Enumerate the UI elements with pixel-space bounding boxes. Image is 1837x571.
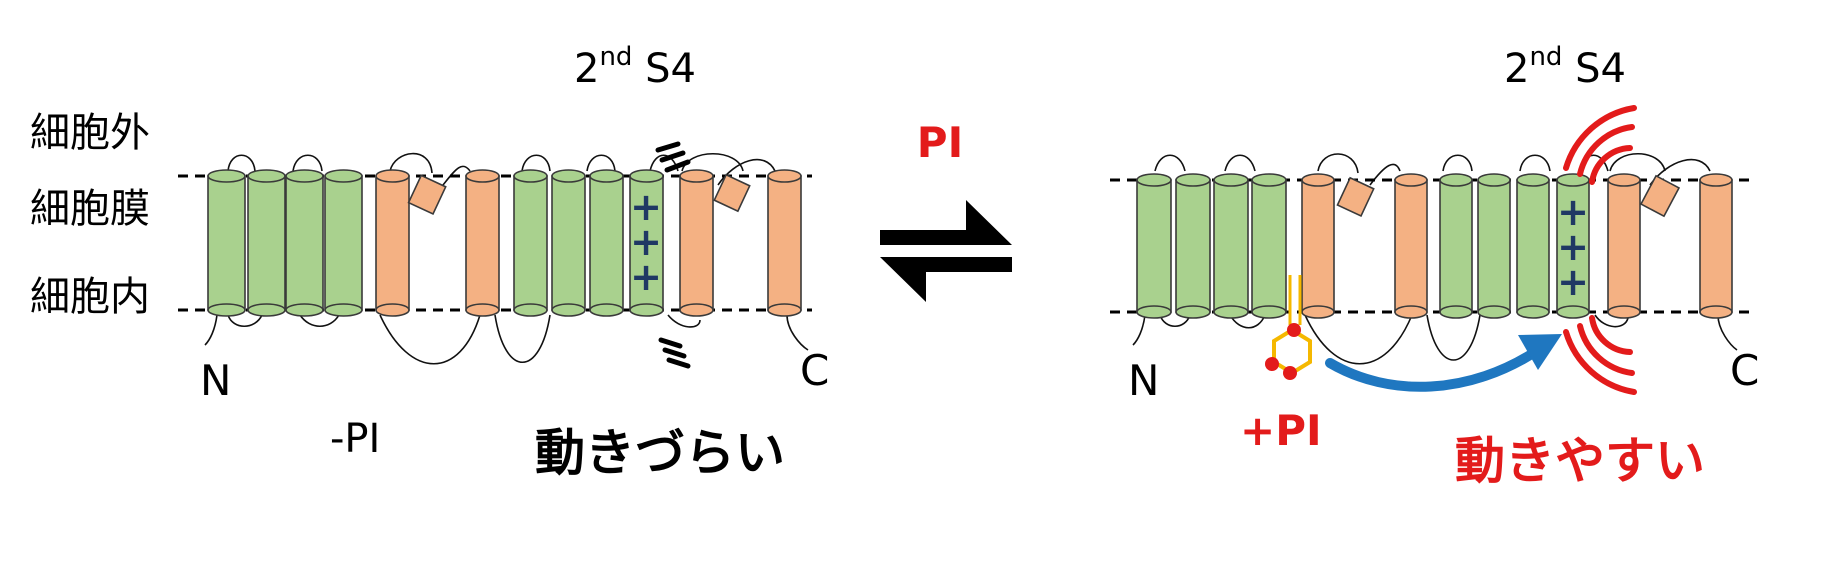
right-helix-s6b xyxy=(1699,173,1733,319)
left-panel: 2nd S4 xyxy=(178,42,829,482)
left-helix-s1b xyxy=(513,169,548,317)
right-motion-arcs-top xyxy=(1563,105,1637,185)
right-helix-s2b xyxy=(1477,173,1511,319)
left-s4-label: 2nd S4 xyxy=(574,42,696,92)
left-helix-s1 xyxy=(207,169,246,317)
right-condition-label: +PI xyxy=(1240,406,1322,455)
right-helix-s1b xyxy=(1439,173,1473,319)
left-charge-2: + xyxy=(630,220,662,264)
left-helix-s6b xyxy=(767,169,802,317)
right-helix-2nd-s4 xyxy=(1556,173,1590,319)
right-charge-1: + xyxy=(1557,190,1589,234)
right-helix-s3b xyxy=(1516,173,1550,319)
left-condition-label: -PI xyxy=(330,416,380,462)
left-charge-3: + xyxy=(630,255,662,299)
left-helix-s6a xyxy=(465,169,500,317)
right-pore-helix-b xyxy=(1639,174,1681,218)
left-helix-2nd-s4 xyxy=(629,169,664,317)
extracellular-label: 細胞外 xyxy=(30,110,150,156)
allosteric-arrow xyxy=(1325,334,1562,392)
intracellular-label: 細胞内 xyxy=(30,274,150,320)
equilibrium-arrows: PI xyxy=(880,118,1012,302)
equilibrium-label: PI xyxy=(917,118,963,167)
right-panel: 2nd S4 xyxy=(1110,42,1759,490)
pi-lipid-molecule xyxy=(1265,275,1312,380)
left-helix-s5a xyxy=(375,169,410,317)
left-c-terminus: C xyxy=(800,346,829,395)
right-helix-s2 xyxy=(1175,173,1211,319)
right-helix-s4a xyxy=(1251,173,1287,319)
right-s4-label: 2nd S4 xyxy=(1504,42,1626,92)
right-helix-s5b xyxy=(1607,173,1641,319)
left-n-terminus: N xyxy=(200,356,231,405)
right-state-text: 動きやすい xyxy=(1455,432,1705,490)
right-pore-helix-a xyxy=(1336,176,1375,218)
left-pore-helix-a xyxy=(407,174,447,216)
left-helix-s3b xyxy=(589,169,624,317)
right-charge-3: + xyxy=(1557,260,1589,304)
right-motion-arcs-bottom xyxy=(1563,315,1637,395)
left-helix-s3 xyxy=(285,169,324,317)
left-helix-s5b xyxy=(679,169,714,317)
forward-arrow xyxy=(880,200,1012,245)
reverse-arrow xyxy=(880,257,1012,302)
right-helix-s5a xyxy=(1301,173,1335,319)
left-motion-marks-top xyxy=(655,141,691,173)
left-pore-helix-b xyxy=(713,173,751,213)
left-charge-1: + xyxy=(630,185,662,229)
left-helix-s2 xyxy=(247,169,286,317)
right-charge-2: + xyxy=(1557,225,1589,269)
left-helix-s4a xyxy=(324,169,363,317)
right-c-terminus: C xyxy=(1730,346,1759,395)
left-motion-marks-bottom xyxy=(658,337,691,369)
left-state-text: 動きづらい xyxy=(535,424,785,482)
left-helix-s2b xyxy=(551,169,586,317)
right-helix-s1 xyxy=(1136,173,1172,319)
right-n-terminus: N xyxy=(1128,356,1159,405)
right-helix-s6a xyxy=(1394,173,1428,319)
membrane-label: 細胞膜 xyxy=(30,186,150,232)
right-helix-s3 xyxy=(1213,173,1249,319)
